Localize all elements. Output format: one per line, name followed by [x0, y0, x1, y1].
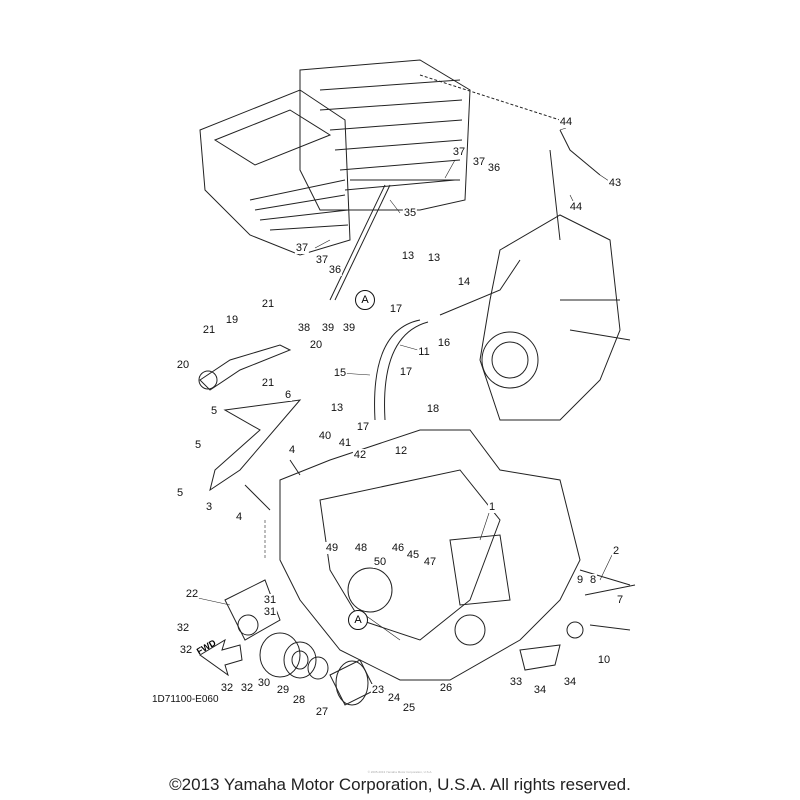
- callout: 4: [234, 511, 244, 523]
- callout: 20: [175, 359, 191, 371]
- callout: 41: [337, 437, 353, 449]
- callout: 28: [291, 694, 307, 706]
- callout: 3: [204, 501, 214, 513]
- callout: 17: [388, 303, 404, 315]
- callout: 47: [422, 556, 438, 568]
- small-parts: [519, 569, 636, 671]
- callout: 24: [386, 692, 402, 704]
- callout: 2: [611, 545, 621, 557]
- copyright-notice: ©2013 Yamaha Motor Corporation, U.S.A. A…: [169, 775, 631, 794]
- callout: 20: [308, 339, 324, 351]
- callout: 18: [425, 403, 441, 415]
- callout: 9: [575, 574, 585, 586]
- callout: 49: [324, 542, 340, 554]
- callout: 19: [224, 314, 240, 326]
- callout: 38: [296, 322, 312, 334]
- callout: 26: [438, 682, 454, 694]
- callout: 13: [329, 402, 345, 414]
- leader-lines: [197, 127, 613, 641]
- callout: 31: [262, 606, 278, 618]
- callout: 15: [332, 367, 348, 379]
- callout: 37: [451, 146, 467, 158]
- callout: 45: [405, 549, 421, 561]
- callout: 33: [508, 676, 524, 688]
- oil-pipes: [329, 74, 601, 421]
- watermark: © 2005-2013 Yamaha Motor Corporation, U.…: [367, 770, 433, 774]
- callout: 37: [471, 156, 487, 168]
- callout: 4: [287, 444, 297, 456]
- callout: 35: [402, 207, 418, 219]
- callout: 43: [607, 177, 623, 189]
- callout: 5: [209, 405, 219, 417]
- callout: 32: [175, 622, 191, 634]
- callout: 32: [239, 682, 255, 694]
- callout: 16: [436, 337, 452, 349]
- crankcase: [279, 429, 581, 681]
- callout: 44: [558, 116, 574, 128]
- callout: 1: [487, 501, 497, 513]
- cylinder-heads: [199, 59, 471, 256]
- callout: 21: [260, 298, 276, 310]
- callout: 17: [355, 421, 371, 433]
- callout: 13: [400, 250, 416, 262]
- callout: 10: [596, 654, 612, 666]
- callout: 37: [294, 242, 310, 254]
- callout: 5: [193, 439, 203, 451]
- callout: 8: [588, 574, 598, 586]
- callout: 44: [568, 201, 584, 213]
- callout: 29: [275, 684, 291, 696]
- callout: 32: [178, 644, 194, 656]
- callout: 21: [201, 324, 217, 336]
- callout: 46: [390, 542, 406, 554]
- right-crankcase: [479, 214, 631, 421]
- callout: 21: [260, 377, 276, 389]
- callout: 17: [398, 366, 414, 378]
- callout: 27: [314, 706, 330, 718]
- callout: 48: [353, 542, 369, 554]
- callout: 50: [372, 556, 388, 568]
- callout: 23: [370, 684, 386, 696]
- part-code: 1D71100-E060: [152, 694, 219, 705]
- reference-mark-a: A: [355, 290, 375, 310]
- callout: 11: [417, 346, 431, 358]
- callout: 31: [262, 594, 278, 606]
- callout: 30: [256, 677, 272, 689]
- callout: 13: [426, 252, 442, 264]
- callout: 34: [532, 684, 548, 696]
- callout: 22: [184, 588, 200, 600]
- callout: 14: [456, 276, 472, 288]
- callout: 39: [341, 322, 357, 334]
- callout: 36: [486, 162, 502, 174]
- callout: 39: [320, 322, 336, 334]
- callout: 32: [219, 682, 235, 694]
- callout: 6: [283, 389, 293, 401]
- callout: 42: [352, 449, 368, 461]
- callout: 40: [317, 430, 333, 442]
- callout: 37: [314, 254, 330, 266]
- callout: 34: [562, 676, 578, 688]
- oil-pump-assembly: [198, 344, 302, 511]
- reference-mark-a: A: [348, 610, 368, 630]
- callout: 5: [175, 487, 185, 499]
- callout: 25: [401, 702, 417, 714]
- callout: 7: [615, 594, 625, 606]
- callout: 36: [327, 264, 343, 276]
- callout: 12: [393, 445, 409, 457]
